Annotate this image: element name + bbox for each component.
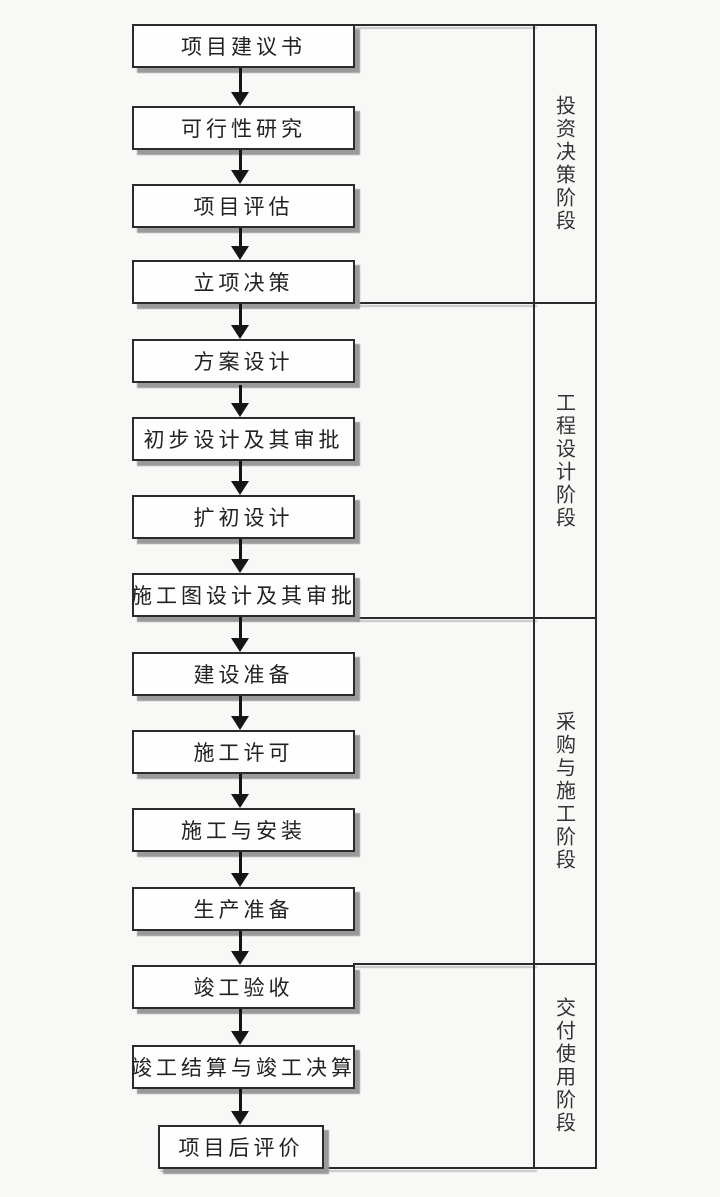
phase-divider-line-1 (353, 302, 535, 304)
flow-step-box: 施工与安装 (132, 808, 355, 852)
flow-step-label: 建设准备 (193, 663, 294, 687)
phase-cell-procurement-construction: 采购与施工阶段 (535, 619, 595, 965)
flow-step-box: 方案设计 (132, 339, 355, 383)
phase-bottom-boundary-line (158, 1167, 535, 1169)
arrow-down-icon (228, 1089, 252, 1125)
arrow-down-icon (228, 385, 252, 417)
arrow-down-icon (228, 68, 252, 106)
flow-step-box: 立项决策 (132, 260, 355, 304)
flow-step-label: 竣工结算与竣工决算 (131, 1056, 356, 1080)
arrow-down-icon (228, 228, 252, 260)
phase-cell-delivery-use: 交付使用阶段 (535, 965, 595, 1167)
flow-step-box: 生产准备 (132, 887, 355, 931)
flow-step-box: 施工许可 (132, 730, 355, 774)
flow-step-label: 项目评估 (193, 195, 294, 219)
flow-step-box: 项目后评价 (158, 1125, 324, 1169)
flow-step-box: 建设准备 (132, 652, 355, 696)
flow-step-label: 施工图设计及其审批 (131, 584, 356, 608)
flow-step-box: 初步设计及其审批 (132, 417, 355, 461)
flow-step-label: 可行性研究 (181, 117, 306, 141)
flow-step-label: 项目建议书 (181, 35, 306, 59)
flow-step-label: 竣工验收 (193, 976, 294, 1000)
phase-top-boundary-line (353, 24, 535, 26)
flow-step-label: 生产准备 (193, 898, 294, 922)
phase-label: 采购与施工阶段 (552, 710, 577, 872)
flow-step-box: 竣工结算与竣工决算 (131, 1045, 356, 1089)
phase-divider-line-2 (353, 617, 535, 619)
arrow-down-icon (228, 461, 252, 495)
flow-step-label: 项目后评价 (178, 1136, 304, 1160)
arrow-down-icon (228, 774, 252, 808)
flow-step-box: 项目建议书 (132, 24, 355, 68)
phase-divider-line-3 (353, 963, 535, 965)
phase-cell-engineering-design: 工程设计阶段 (535, 304, 595, 619)
flow-step-label: 施工与安装 (181, 819, 306, 843)
flow-step-label: 施工许可 (193, 741, 294, 765)
flow-step-box: 可行性研究 (132, 106, 355, 150)
flow-step-label: 方案设计 (193, 350, 294, 374)
arrow-down-icon (228, 1009, 252, 1045)
phase-label: 工程设计阶段 (552, 391, 577, 530)
flow-step-box: 项目评估 (132, 184, 355, 228)
flow-step-label: 立项决策 (193, 271, 294, 295)
arrow-down-icon (228, 539, 252, 573)
arrow-down-icon (228, 931, 252, 965)
phase-cell-investment-decision: 投资决策阶段 (535, 26, 595, 304)
arrow-down-icon (228, 852, 252, 887)
flow-step-label: 扩初设计 (193, 506, 294, 530)
phase-column: 投资决策阶段 工程设计阶段 采购与施工阶段 交付使用阶段 (533, 24, 597, 1169)
arrow-down-icon (228, 696, 252, 730)
flow-step-box: 竣工验收 (132, 965, 355, 1009)
flow-step-box: 扩初设计 (132, 495, 355, 539)
flow-step-label: 初步设计及其审批 (143, 428, 344, 452)
arrow-down-icon (228, 617, 252, 652)
flow-step-box: 施工图设计及其审批 (131, 573, 356, 617)
arrow-down-icon (228, 150, 252, 184)
arrow-down-icon (228, 304, 252, 339)
phase-label: 投资决策阶段 (552, 95, 577, 233)
phase-label: 交付使用阶段 (552, 997, 577, 1135)
